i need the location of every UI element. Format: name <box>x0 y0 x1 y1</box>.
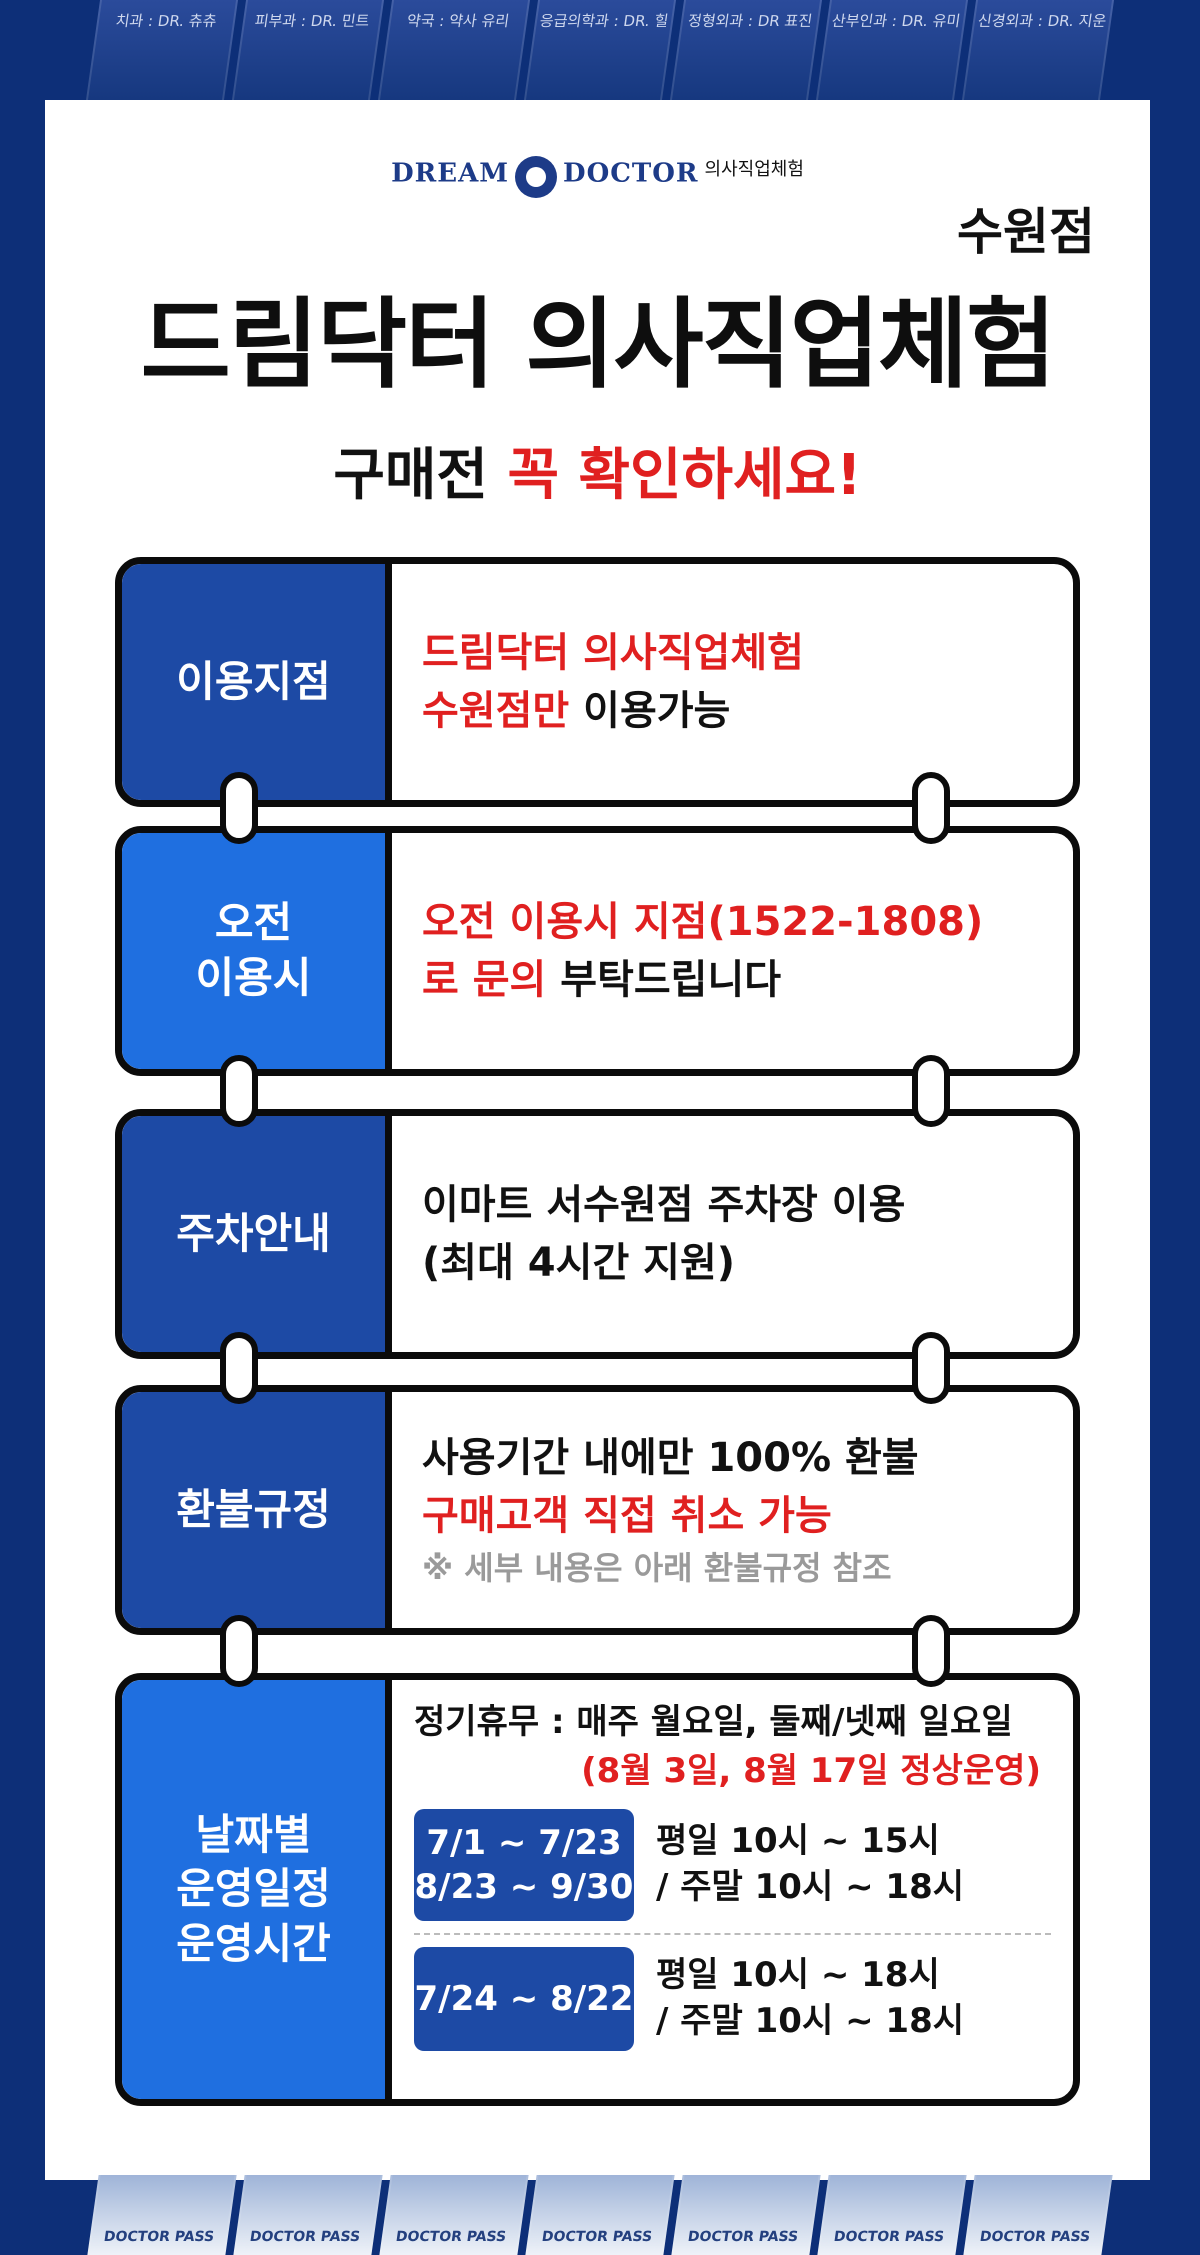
weekday-hours: 평일 10시 ~ 18시 <box>656 1955 940 1996</box>
hours-card-body: 정기휴무 : 매주 월요일, 둘째/넷째 일요일 (8월 3일, 8월 17일 … <box>392 1680 1073 2099</box>
binder-ring <box>912 1615 950 1687</box>
character-chip: 치과 : DR. 츄츄 <box>85 0 239 100</box>
parking-line1: 이마트 서수원점 주차장 이용 <box>422 1182 906 1228</box>
branch-line1: 드림닥터 의사직업체험 <box>422 630 804 676</box>
refund-card: 환불규정 사용기간 내에만 100% 환불 구매고객 직접 취소 가능 ※ 세부… <box>115 1385 1080 1635</box>
parking-line2: (최대 4시간 지원) <box>422 1240 736 1286</box>
logo-text-left: DREAM <box>391 158 510 189</box>
refund-note: ※ 세부 내용은 아래 환불규정 참조 <box>422 1548 892 1587</box>
date-range-2: 8/23 ~ 9/30 <box>414 1866 634 1907</box>
refund-line2: 구매고객 직접 취소 가능 <box>422 1492 832 1539</box>
parking-card-body: 이마트 서수원점 주차장 이용 (최대 4시간 지원) <box>392 1116 1073 1352</box>
character-chip: 산부인과 : DR. 유미 <box>815 0 969 100</box>
branch-card-label: 이용지점 <box>122 564 392 800</box>
binder-ring <box>220 1332 258 1404</box>
weekend-hours: / 주말 10시 ~ 18시 <box>656 2001 965 2042</box>
date-range-1: 7/24 ~ 8/22 <box>414 1978 634 2019</box>
character-chip: 약국 : 약사 유리 <box>377 0 531 100</box>
closed-exception: (8월 3일, 8월 17일 정상운영) <box>581 1751 1041 1792</box>
parking-card-label: 주차안내 <box>122 1116 392 1352</box>
binder-ring <box>912 772 950 844</box>
binder-ring <box>220 1615 258 1687</box>
character-chip: 정형외과 : DR 표진 <box>669 0 823 100</box>
schedule-row: 7/24 ~ 8/22 평일 10시 ~ 18시 / 주말 10시 ~ 18시 <box>414 1932 1051 2063</box>
branch-line2-red: 수원점만 <box>422 688 570 734</box>
parking-card: 주차안내 이마트 서수원점 주차장 이용 (최대 4시간 지원) <box>115 1109 1080 1359</box>
subtitle-prefix: 구매전 <box>333 443 488 508</box>
pass-chip: DOCTOR PASS <box>671 2175 821 2255</box>
character-strip-top: 치과 : DR. 츄츄 피부과 : DR. 민트 약국 : 약사 유리 응급의학… <box>0 0 1200 100</box>
branch-card: 이용지점 드림닥터 의사직업체험 수원점만 이용가능 <box>115 557 1080 807</box>
page-subtitle: 구매전 꼭 확인하세요! <box>45 430 1150 511</box>
morning-line1: 오전 이용시 지점(1522-1808) <box>422 899 984 945</box>
weekday-hours: 평일 10시 ~ 15시 <box>656 1820 940 1861</box>
morning-label-line1: 오전 <box>214 898 293 948</box>
weekend-hours: / 주말 10시 ~ 18시 <box>656 1866 965 1907</box>
character-chip: 응급의학과 : DR. 힐 <box>523 0 677 100</box>
morning-label-line2: 이용시 <box>195 953 312 1002</box>
binder-ring <box>220 772 258 844</box>
logo-subtext: 의사직업체험 <box>704 159 804 180</box>
date-range-badge: 7/1 ~ 7/23 8/23 ~ 9/30 <box>414 1808 634 1921</box>
pass-chip: DOCTOR PASS <box>233 2175 383 2255</box>
schedule-row: 7/1 ~ 7/23 8/23 ~ 9/30 평일 10시 ~ 15시 / 주말… <box>414 1797 1051 1933</box>
pass-chip: DOCTOR PASS <box>963 2175 1113 2255</box>
date-range-1: 7/1 ~ 7/23 <box>426 1822 622 1863</box>
pass-chip: DOCTOR PASS <box>379 2175 529 2255</box>
pass-chip: DOCTOR PASS <box>817 2175 967 2255</box>
hours-label-line2: 운영일정 <box>176 1864 331 1914</box>
logo-text-right: DOCTOR <box>563 158 699 189</box>
date-range-badge: 7/24 ~ 8/22 <box>414 1946 634 2052</box>
character-chip: 피부과 : DR. 민트 <box>231 0 385 100</box>
hours-label-line1: 날짜별 <box>195 1809 312 1859</box>
pass-strip-bottom: DOCTOR PASS DOCTOR PASS DOCTOR PASS DOCT… <box>0 2175 1200 2255</box>
character-chip: 신경외과 : DR. 지운 <box>961 0 1115 100</box>
binder-ring <box>220 1055 258 1127</box>
binder-ring <box>912 1332 950 1404</box>
branch-name: 수원점 <box>957 203 1095 261</box>
refund-card-label: 환불규정 <box>122 1392 392 1628</box>
schedule-times: 평일 10시 ~ 15시 / 주말 10시 ~ 18시 <box>656 1819 964 1911</box>
subtitle-highlight: 꼭 확인하세요! <box>507 443 862 508</box>
closed-days: 정기휴무 : 매주 월요일, 둘째/넷째 일요일 <box>414 1702 1013 1742</box>
hours-label-line3: 운영시간 <box>176 1918 331 1968</box>
refund-card-body: 사용기간 내에만 100% 환불 구매고객 직접 취소 가능 ※ 세부 내용은 … <box>392 1392 1073 1628</box>
stethoscope-icon <box>515 155 558 198</box>
branch-card-body: 드림닥터 의사직업체험 수원점만 이용가능 <box>392 564 1073 800</box>
refund-line1: 사용기간 내에만 100% 환불 <box>422 1434 919 1481</box>
pass-chip: DOCTOR PASS <box>87 2175 237 2255</box>
morning-card-body: 오전 이용시 지점(1522-1808) 로 문의 부탁드립니다 <box>392 833 1073 1069</box>
morning-line2: 로 문의 부탁드립니다 <box>422 951 1043 1009</box>
binder-ring <box>912 1055 950 1127</box>
branch-line2-black: 이용가능 <box>583 688 731 734</box>
morning-line2-black: 부탁드립니다 <box>560 957 782 1003</box>
schedule-times: 평일 10시 ~ 18시 / 주말 10시 ~ 18시 <box>656 1953 964 2045</box>
pass-chip: DOCTOR PASS <box>525 2175 675 2255</box>
branch-line2: 수원점만 이용가능 <box>422 682 1043 740</box>
morning-line2-red: 로 문의 <box>422 957 547 1003</box>
page-title: 드림닥터 의사직업체험 <box>140 288 1057 402</box>
